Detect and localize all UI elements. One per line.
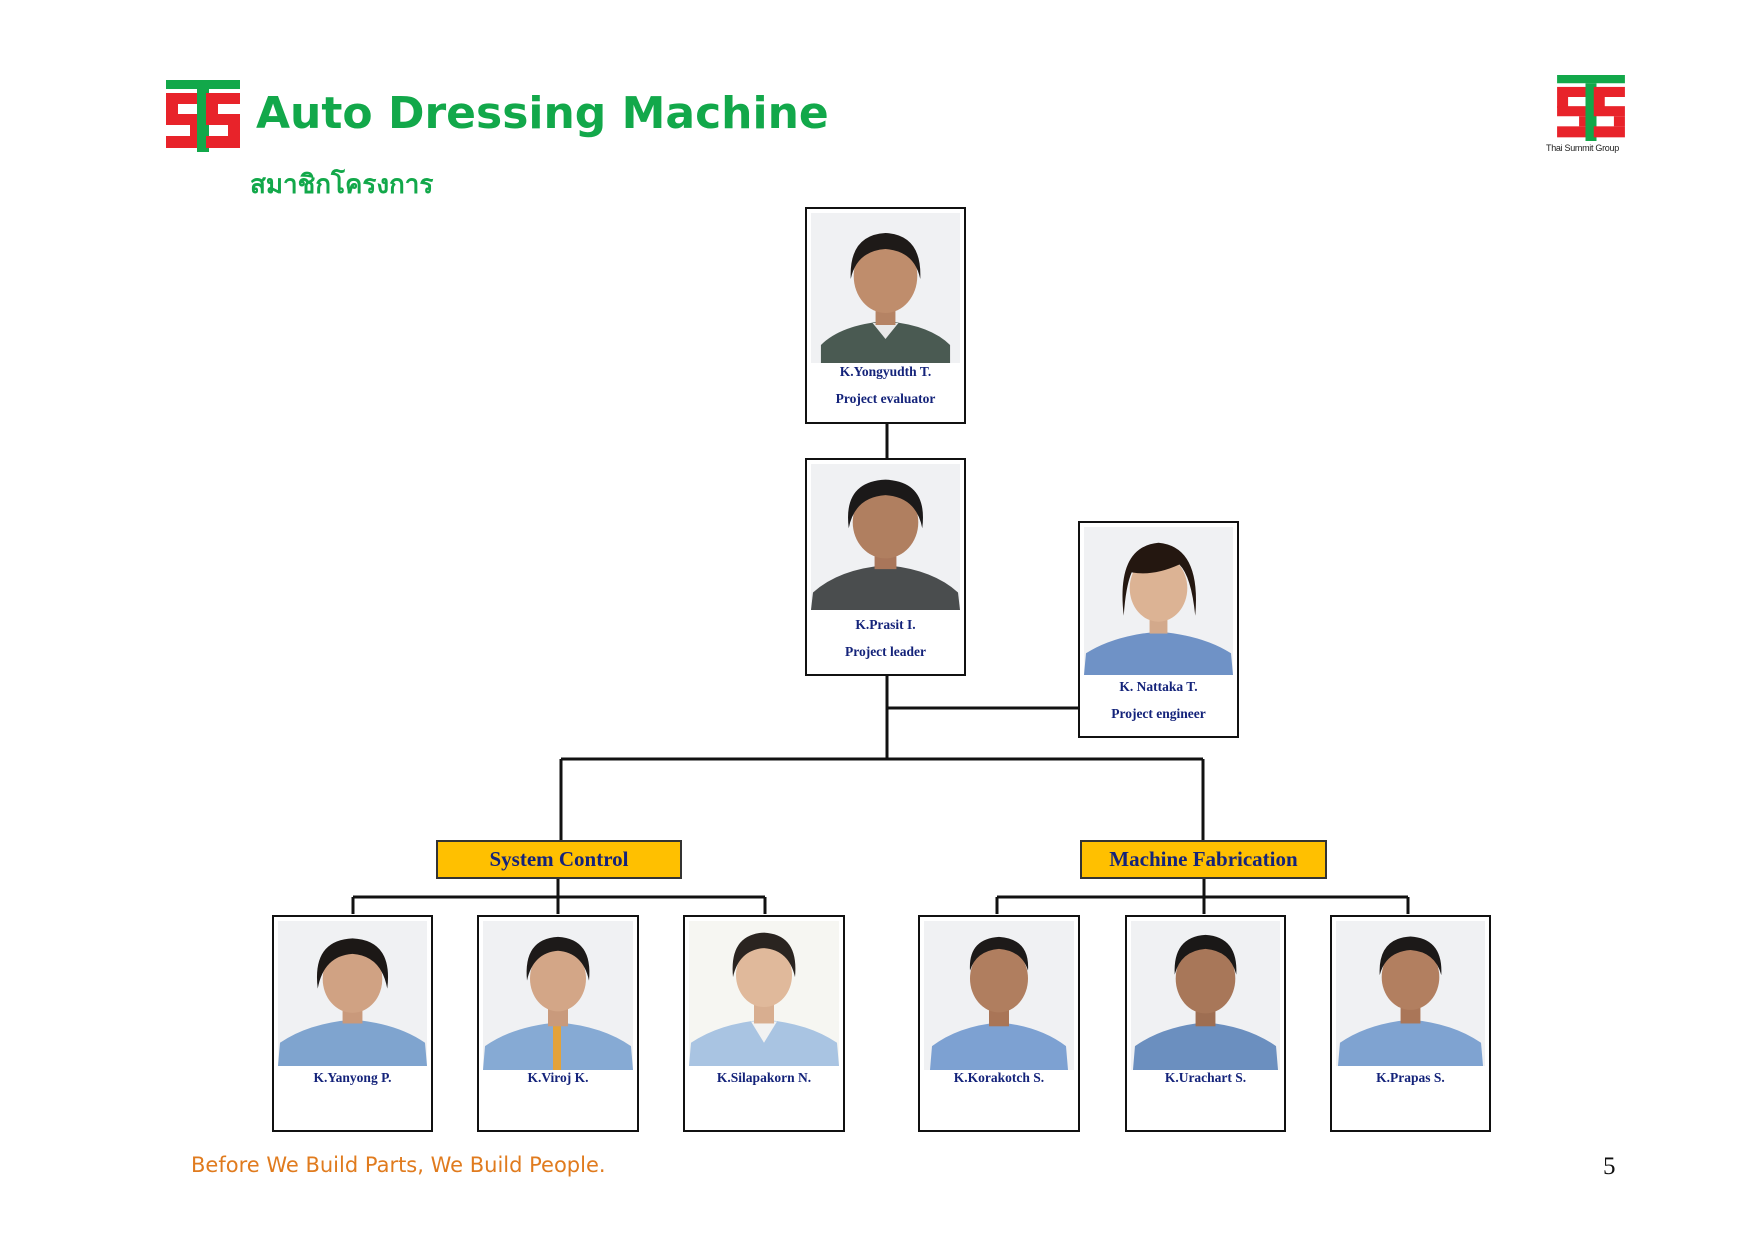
member-name: K.Viroj K. — [527, 1070, 589, 1085]
member-name: K.Urachart S. — [1164, 1070, 1247, 1085]
member-card-machine-fabrication: K.Korakotch S. — [918, 915, 1080, 1132]
team-box-system-control: System Control — [436, 840, 682, 879]
member-role: Project evaluator — [835, 391, 936, 406]
member-name: K.Yanyong P. — [313, 1070, 392, 1085]
member-name: K.Silapakorn N. — [716, 1070, 812, 1085]
footer-slogan: Before We Build Parts, We Build People. — [191, 1153, 606, 1177]
member-name: K.Korakotch S. — [953, 1070, 1045, 1085]
member-card-system-control: K.Viroj K. — [477, 915, 639, 1132]
tsg-logo-main — [166, 80, 240, 152]
logo-caption: Thai Summit Group — [1546, 143, 1619, 153]
person-photo — [483, 921, 633, 1070]
member-name: K. Nattaka T. — [1119, 679, 1198, 694]
member-card-leader: K.Prasit I. Project leader — [805, 458, 966, 676]
person-photo — [1131, 921, 1280, 1070]
member-role: Project engineer — [1111, 706, 1206, 721]
page-subtitle: สมาชิกโครงการ — [250, 170, 434, 200]
member-card-system-control: K.Yanyong P. — [272, 915, 433, 1132]
person-photo — [278, 921, 427, 1066]
person-photo — [1084, 527, 1233, 675]
person-photo — [689, 921, 839, 1066]
page-number: 5 — [1603, 1153, 1616, 1180]
person-photo — [1336, 921, 1485, 1066]
person-photo — [811, 213, 960, 363]
member-card-evaluator: K.Yongyudth T. Project evaluator — [805, 207, 966, 424]
member-card-engineer: K. Nattaka T. Project engineer — [1078, 521, 1239, 738]
member-name: K.Prasit I. — [855, 617, 916, 632]
page-title: Auto Dressing Machine — [256, 88, 829, 139]
member-card-machine-fabrication: K.Urachart S. — [1125, 915, 1286, 1132]
member-name: K.Prapas S. — [1376, 1070, 1445, 1085]
member-name: K.Yongyudth T. — [839, 364, 932, 379]
member-card-system-control: K.Silapakorn N. — [683, 915, 845, 1132]
person-photo — [811, 464, 960, 610]
team-box-machine-fabrication: Machine Fabrication — [1080, 840, 1327, 879]
member-role: Project leader — [844, 644, 927, 659]
member-card-machine-fabrication: K.Prapas S. — [1330, 915, 1491, 1132]
person-photo — [924, 921, 1074, 1070]
tsg-logo-corner — [1555, 75, 1627, 141]
